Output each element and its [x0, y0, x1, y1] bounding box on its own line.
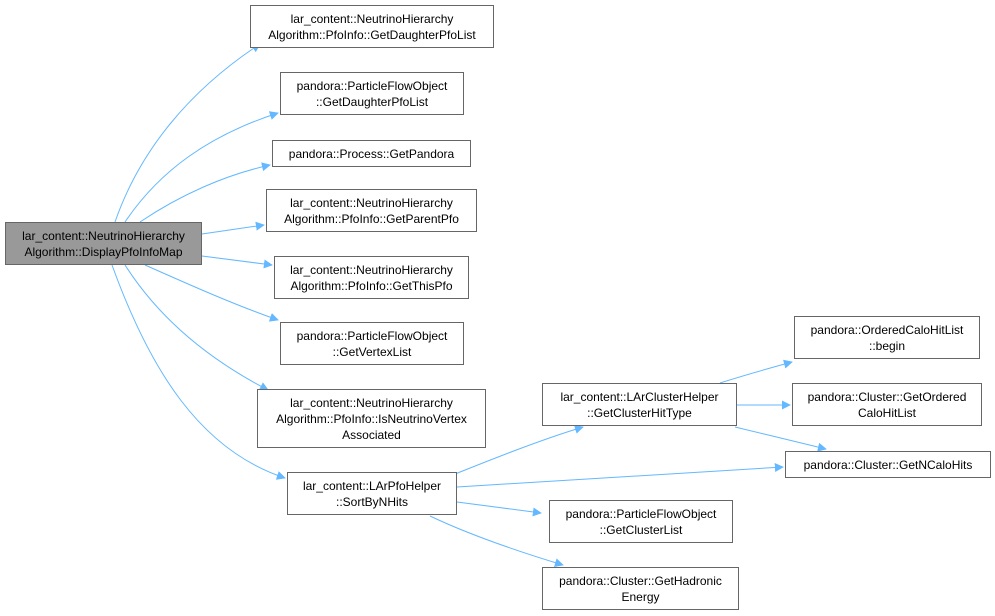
node-label-line: lar_content::LArClusterHelper — [560, 389, 719, 404]
edge-root-getthispfo — [201, 255, 273, 269]
node-label-line: lar_content::NeutrinoHierarchy — [290, 395, 453, 410]
node-label-line: Algorithm::PfoInfo::IsNeutrinoVertex — [276, 411, 467, 426]
node-label-line: lar_content::NeutrinoHierarchy — [290, 262, 453, 277]
node-larpfohelper-sort-by-nhits[interactable]: lar_content::LArPfoHelper::SortByNHits — [287, 472, 457, 515]
node-particleflowobject-get-daughter-pfo-list[interactable]: pandora::ParticleFlowObject::GetDaughter… — [280, 72, 464, 115]
node-label-line: Energy — [621, 589, 660, 604]
node-cluster-get-ncalohits[interactable]: pandora::Cluster::GetNCaloHits — [785, 451, 991, 478]
node-label-line: ::GetClusterList — [599, 522, 683, 537]
node-orderedcalohitlist-begin[interactable]: pandora::OrderedCaloHitList::begin — [794, 316, 980, 359]
node-label-line: Associated — [342, 427, 401, 442]
edge-sortbynhits-gethadronicenergy — [429, 515, 564, 567]
node-label-line: lar_content::NeutrinoHierarchy — [290, 11, 454, 26]
node-label-line: pandora::ParticleFlowObject — [296, 328, 448, 343]
node-label-line: pandora::Cluster::GetNCaloHits — [803, 457, 973, 472]
node-label-line: ::GetClusterHitType — [587, 405, 692, 420]
node-label-line: pandora::OrderedCaloHitList — [810, 322, 964, 337]
edge-root-getparentpfo — [201, 221, 265, 235]
node-label-line: Algorithm::PfoInfo::GetThisPfo — [290, 278, 453, 293]
edge-root-getvertexlist — [144, 264, 279, 322]
edge-sortbynhits-getclusterhittype — [454, 425, 584, 475]
node-label-line: pandora::ParticleFlowObject — [565, 506, 717, 521]
node-label-line: pandora::ParticleFlowObject — [296, 78, 448, 93]
node-label-line: lar_content::LArPfoHelper — [302, 478, 442, 493]
node-label-line: pandora::Cluster::GetHadronic — [559, 573, 722, 588]
node-particleflowobject-get-cluster-list[interactable]: pandora::ParticleFlowObject::GetClusterL… — [549, 500, 733, 543]
node-label-line: Algorithm::DisplayPfoInfoMap — [24, 244, 183, 259]
node-particleflowobject-get-vertex-list[interactable]: pandora::ParticleFlowObject::GetVertexLi… — [280, 322, 464, 365]
edge-root-isneutrinovertexassociated — [124, 264, 269, 391]
node-label-line: pandora::Cluster::GetOrdered — [807, 389, 967, 404]
edge-root-getdaughterpfolist-pfo — [124, 111, 279, 223]
edge-sortbynhits-getclusterlist — [456, 501, 542, 517]
edge-root-getdaughterpfolist-info — [114, 43, 261, 223]
node-label-line: ::GetVertexList — [332, 344, 412, 359]
node-label-line: ::begin — [868, 338, 906, 353]
node-label-line: lar_content::NeutrinoHierarchy — [290, 195, 453, 210]
node-label-line: Algorithm::PfoInfo::GetDaughterPfoList — [268, 27, 476, 42]
node-label-line: pandora::Process::GetPandora — [288, 146, 455, 161]
node-larclusterhelper-get-cluster-hit-type[interactable]: lar_content::LArClusterHelper::GetCluste… — [542, 383, 737, 426]
node-label-line: Algorithm::PfoInfo::GetParentPfo — [284, 211, 459, 226]
edge-getclusterhittype-begin — [719, 359, 793, 384]
edge-sortbynhits-getncalohits — [456, 463, 784, 488]
node-label-line: ::SortByNHits — [335, 494, 408, 509]
node-label-line: ::GetDaughterPfoList — [315, 94, 429, 109]
edge-getclusterhittype-getncalohits — [734, 426, 827, 452]
node-label-line: lar_content::NeutrinoHierarchy — [22, 228, 185, 243]
edge-root-sortbynhits — [111, 264, 286, 480]
node-process-get-pandora[interactable]: pandora::Process::GetPandora — [272, 140, 471, 167]
node-label-line: CaloHitList — [857, 405, 917, 420]
edge-root-getpandora — [139, 162, 271, 223]
